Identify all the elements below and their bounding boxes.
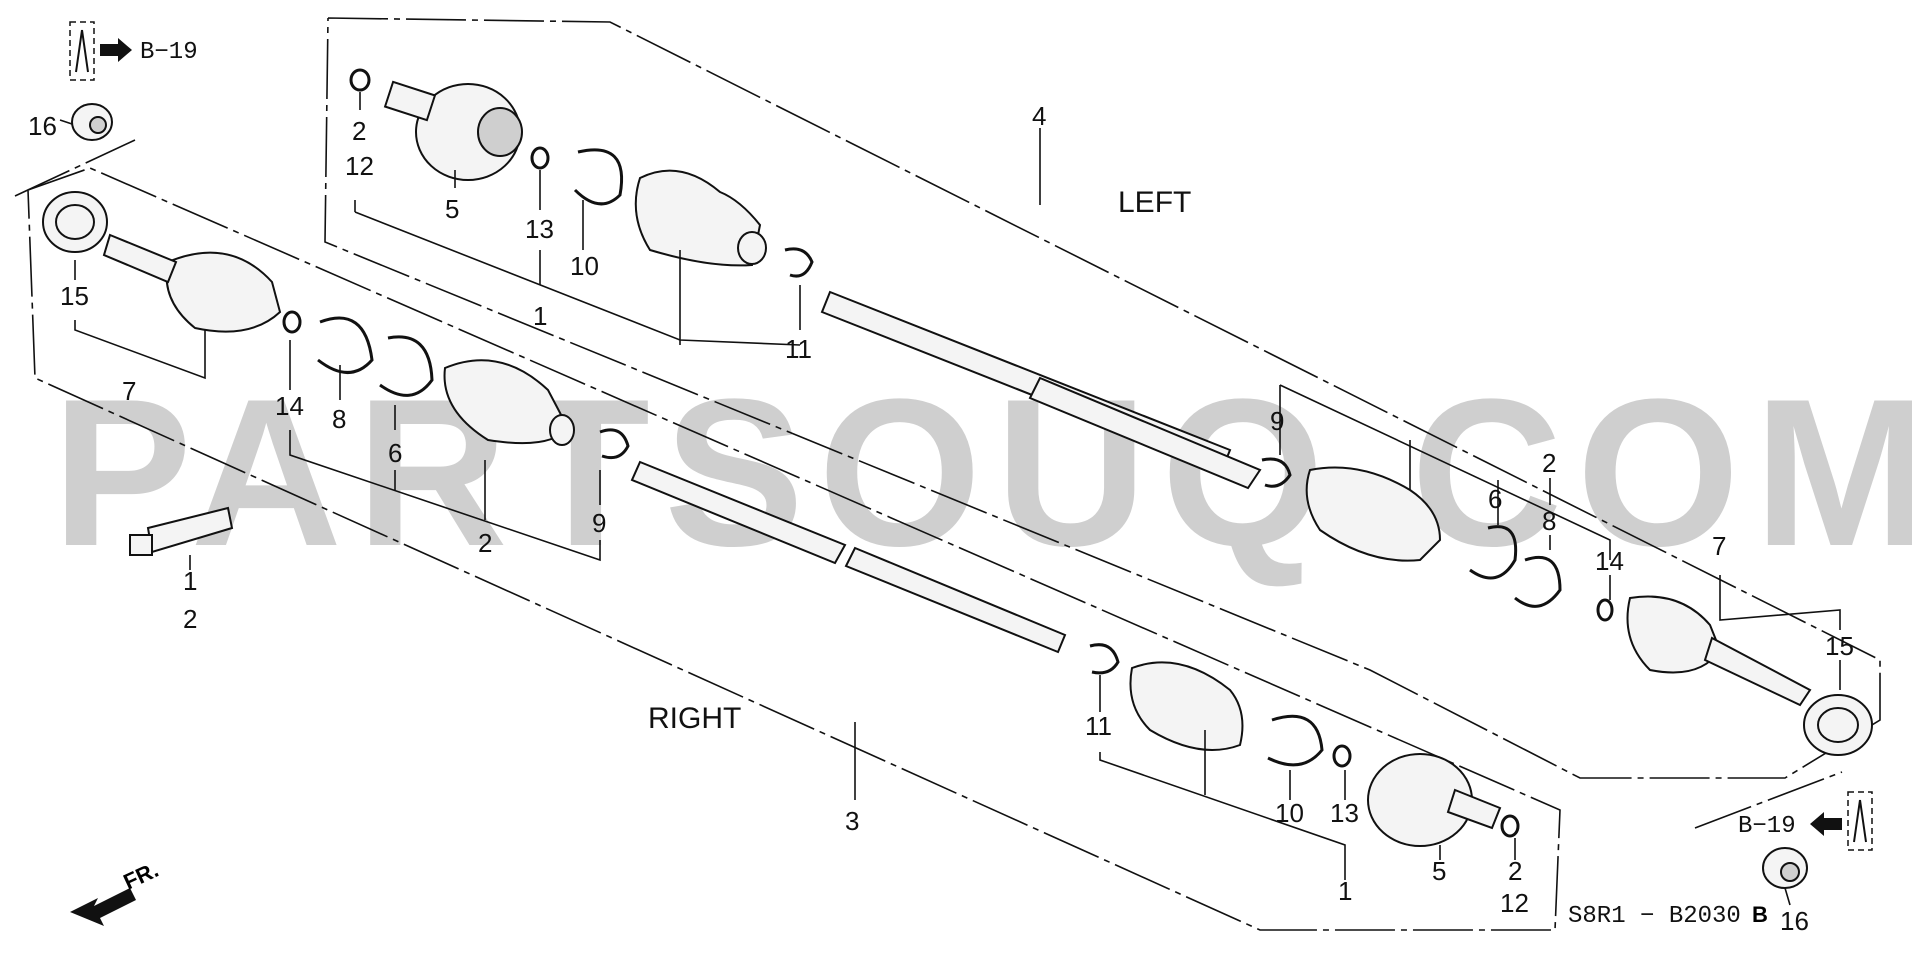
right-dust-seal-15[interactable] [42, 191, 108, 253]
front-arrow-icon [70, 888, 136, 926]
callout-left-15[interactable]: 15 [1825, 631, 1854, 661]
right-boot-band-11[interactable] [1089, 643, 1120, 675]
callout-right-2c[interactable]: 2 [1508, 856, 1522, 886]
callout-right-7[interactable]: 7 [122, 376, 136, 406]
right-boot-band-8[interactable] [317, 316, 374, 374]
callout-bottom-16[interactable]: 16 [1780, 906, 1809, 936]
left-outer-joint[interactable] [383, 80, 523, 181]
right-outer-joint[interactable] [1367, 753, 1502, 847]
callout-left-10[interactable]: 10 [570, 251, 599, 281]
left-boot-band-10[interactable] [573, 148, 624, 206]
callout-left-13[interactable]: 13 [525, 214, 554, 244]
callout-top-16[interactable]: 16 [28, 111, 57, 141]
bottom-right-spindle-nut[interactable] [1762, 847, 1808, 889]
callout-right-14[interactable]: 14 [275, 391, 304, 421]
left-inboard-joint[interactable] [1626, 595, 1812, 707]
callout-left-2b[interactable]: 2 [1542, 448, 1556, 478]
left-circlip-13[interactable] [530, 146, 550, 170]
callout-left-5[interactable]: 5 [445, 194, 459, 224]
callout-right-12[interactable]: 12 [1500, 888, 1529, 918]
callout-left-4[interactable]: 4 [1032, 101, 1046, 131]
callout-numbers: 2 12 5 13 10 1 11 4 9 6 2 8 14 7 15 16 1… [28, 101, 1854, 936]
leader-lines [59, 92, 1841, 906]
callout-right-10[interactable]: 10 [1275, 798, 1304, 828]
right-side-label: RIGHT [648, 702, 741, 735]
right-driveshaft[interactable] [630, 460, 1067, 654]
bottom-right-ref-arrow-icon [1810, 812, 1842, 836]
top-left-spindle-nut[interactable] [71, 103, 113, 141]
grease-tube[interactable] [129, 506, 234, 556]
callout-right-5[interactable]: 5 [1432, 856, 1446, 886]
left-dust-seal-15[interactable] [1803, 694, 1873, 756]
right-inboard-joint[interactable] [102, 233, 282, 333]
bottom-right-frame-edge [1694, 771, 1843, 829]
left-boot-band-11[interactable] [784, 247, 814, 278]
right-circlip-13[interactable] [1332, 744, 1352, 768]
callout-left-11[interactable]: 11 [785, 334, 812, 364]
callout-right-2b[interactable]: 2 [183, 604, 197, 634]
left-set-ring-14[interactable] [1596, 598, 1614, 622]
callout-right-3[interactable]: 3 [845, 806, 859, 836]
left-inner-boot[interactable] [1305, 466, 1442, 562]
top-left-cotter-pin-icon [69, 21, 95, 81]
top-left-ref-label[interactable]: B−19 [140, 39, 198, 66]
left-outer-boot[interactable] [634, 169, 767, 267]
callout-left-2[interactable]: 2 [352, 116, 366, 146]
bottom-right-cotter-pin-icon [1847, 791, 1873, 851]
right-boot-band-6[interactable] [379, 335, 434, 397]
right-inner-boot[interactable] [443, 359, 575, 446]
diagram-code: S8R1 − B2030 [1568, 903, 1741, 930]
callout-left-6[interactable]: 6 [1488, 484, 1502, 514]
callout-right-6[interactable]: 6 [388, 438, 402, 468]
front-arrow-label: FR. [120, 857, 163, 895]
callout-right-2[interactable]: 2 [478, 528, 492, 558]
watermark-text: PARTSOUQ.COM [52, 355, 1912, 590]
right-boot-band-9[interactable] [599, 428, 630, 460]
callout-left-1[interactable]: 1 [533, 301, 547, 331]
right-set-ring-14[interactable] [282, 310, 302, 334]
callout-left-12[interactable]: 12 [345, 151, 374, 181]
callout-left-9[interactable]: 9 [1270, 406, 1284, 436]
top-left-ref-arrow-icon [100, 38, 132, 62]
right-outer-boot[interactable] [1129, 661, 1244, 751]
callout-right-1[interactable]: 1 [183, 566, 197, 596]
bottom-right-ref-label[interactable]: B−19 [1738, 813, 1796, 840]
callout-right-9[interactable]: 9 [592, 508, 606, 538]
right-boot-band-10[interactable] [1267, 714, 1324, 767]
callout-left-7[interactable]: 7 [1712, 531, 1726, 561]
callout-right-8[interactable]: 8 [332, 404, 346, 434]
callout-right-15[interactable]: 15 [60, 281, 89, 311]
left-assembly-frame [324, 17, 1881, 779]
callout-right-11[interactable]: 11 [1085, 711, 1112, 741]
callout-right-1b[interactable]: 1 [1338, 876, 1352, 906]
left-boot-band-9[interactable] [1261, 457, 1292, 488]
left-boot-band-8[interactable] [1514, 555, 1562, 608]
right-set-ring-2[interactable] [1500, 814, 1520, 838]
left-set-ring-2[interactable] [349, 68, 371, 92]
diagram-code-suffix: B [1752, 902, 1768, 927]
left-side-label: LEFT [1118, 186, 1191, 219]
callout-left-14[interactable]: 14 [1595, 546, 1624, 576]
top-left-frame-edge [14, 139, 136, 197]
left-driveshaft[interactable] [820, 290, 1262, 490]
left-boot-band-6[interactable] [1469, 525, 1518, 580]
callout-right-13[interactable]: 13 [1330, 798, 1359, 828]
callout-left-8[interactable]: 8 [1542, 506, 1556, 536]
